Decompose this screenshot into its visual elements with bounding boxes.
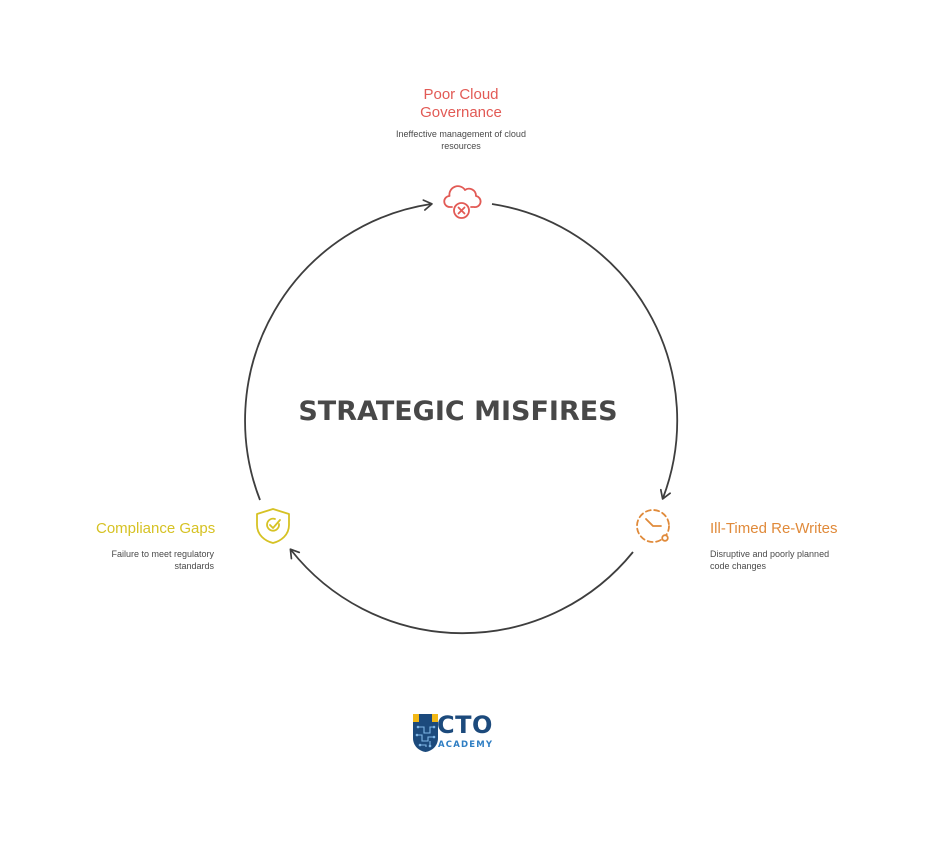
timer-icon [636,509,670,543]
diagram-title: STRATEGIC MISFIRES [298,396,618,427]
shield-check-icon [256,508,290,544]
node-description-top: Ineffective management of cloud resource… [396,129,526,151]
node-description-right: Disruptive and poorly planned code chang… [710,549,830,571]
node-title-left: Compliance Gaps [96,520,216,537]
cto-academy-logo: CTO ACADEMY [412,711,522,753]
node-title-right: Ill-Timed Re-Writes [710,520,838,537]
arrow-right-to-left [289,548,634,635]
logo-main-text: CTO [437,711,493,739]
arrow-left-to-top [244,199,433,501]
logo-shield-icon [413,714,438,752]
node-description-left: Failure to meet regulatory standards [111,549,214,571]
node-title-top: Poor Cloud Governance [420,86,502,121]
arrow-top-to-right [491,203,679,500]
logo-sub-text: ACADEMY [438,740,494,750]
cloud-x-icon [443,185,482,219]
